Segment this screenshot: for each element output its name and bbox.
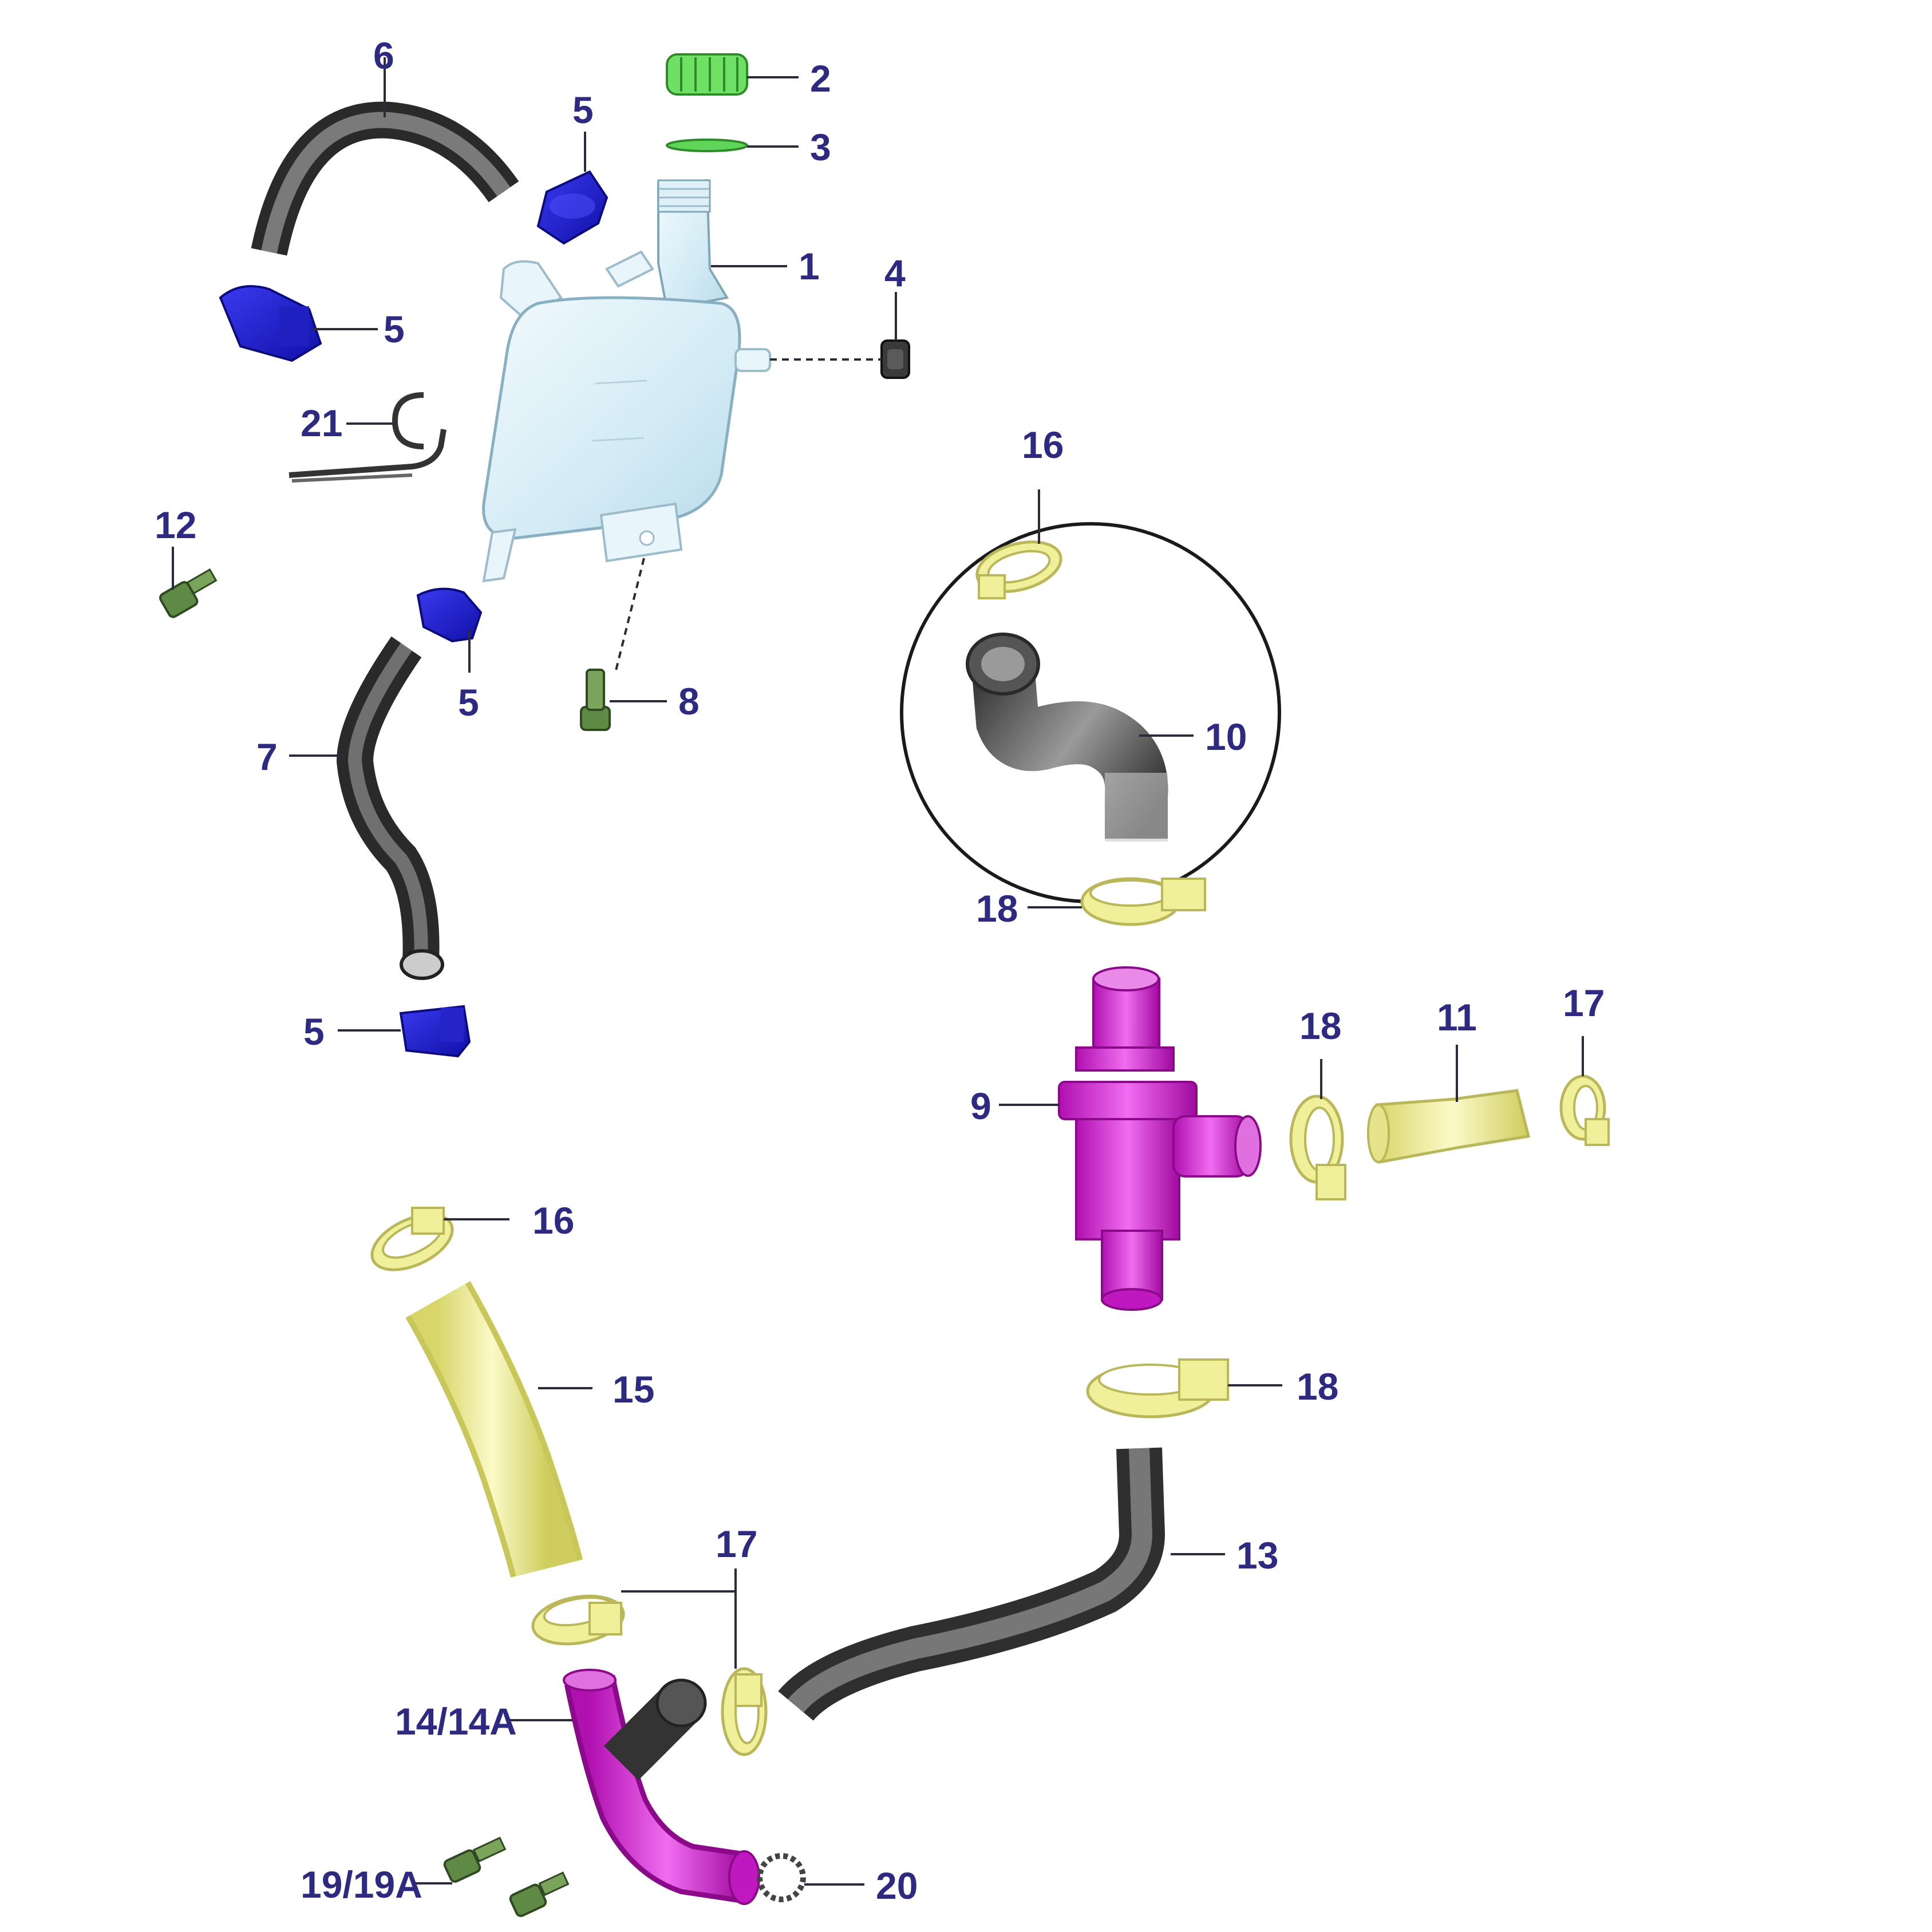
callout-16-inset: 16: [1022, 424, 1064, 466]
callout-5-top: 5: [572, 89, 594, 131]
clamp-17-upper: [531, 1594, 625, 1646]
clamp-16-inset: [975, 540, 1062, 599]
callout-14: 14/14A: [395, 1700, 517, 1743]
callout-18-upper: 18: [976, 887, 1018, 930]
callout-17-lower: 17: [716, 1523, 757, 1565]
grommet-4: [880, 339, 910, 379]
callout-7: 7: [256, 736, 278, 778]
clamp-18-lower: [1086, 1358, 1229, 1419]
callout-21: 21: [301, 402, 342, 444]
callout-1: 1: [799, 245, 820, 287]
bracket-21: [289, 392, 447, 483]
callout-5-middle: 5: [458, 681, 479, 724]
clamp-5-middle: [416, 587, 483, 643]
callout-17-side: 17: [1563, 982, 1605, 1024]
hose-10: [966, 633, 1168, 841]
clamp-18-upper: [1080, 877, 1206, 926]
callout-16-lower: 16: [532, 1199, 574, 1242]
cap-2: [666, 53, 748, 96]
clamp-5-bottom: [399, 1005, 471, 1058]
callout-8: 8: [678, 680, 700, 722]
tank-1: [482, 179, 771, 583]
hose-7: [336, 636, 444, 980]
callout-20: 20: [876, 1864, 918, 1907]
callout-13: 13: [1236, 1534, 1278, 1577]
clamp-5-upper-right: [536, 170, 609, 245]
clamp-16-lower: [370, 1207, 454, 1271]
clamp-17-side: [1559, 1074, 1610, 1146]
callout-3: 3: [810, 126, 831, 168]
callout-labels: 6 2 5 3 1 4 5 21 16 12 5 8 10 7 18 5 18 …: [155, 34, 1605, 1907]
clamp-17-lower: [721, 1667, 768, 1756]
hose-13: [778, 1447, 1165, 1721]
callout-19: 19/19A: [301, 1863, 422, 1906]
callout-12: 12: [155, 504, 196, 546]
housing-9: [1058, 966, 1262, 1311]
seal-3: [666, 139, 748, 152]
bolt-19: [443, 1836, 570, 1917]
callout-9: 9: [970, 1085, 991, 1127]
oring-20: [757, 1853, 806, 1902]
hose-15: [405, 1281, 583, 1578]
callout-10: 10: [1205, 716, 1247, 758]
clamp-5-left: [219, 285, 322, 362]
leader-lines: [172, 57, 1584, 1886]
callout-15: 15: [613, 1368, 654, 1411]
callout-4: 4: [884, 252, 906, 294]
hose-11: [1367, 1089, 1531, 1164]
clamp-18-side: [1289, 1095, 1346, 1200]
hose-6: [251, 101, 519, 256]
bolt-12: [159, 568, 218, 618]
callout-2: 2: [810, 57, 831, 100]
bolt-8: [580, 669, 611, 731]
callout-6: 6: [373, 34, 394, 77]
callout-5-bottom: 5: [303, 1010, 325, 1053]
callout-5-left: 5: [384, 308, 405, 350]
callout-18-lower: 18: [1297, 1365, 1338, 1408]
callout-18-side: 18: [1299, 1005, 1341, 1047]
callout-11: 11: [1437, 996, 1477, 1038]
